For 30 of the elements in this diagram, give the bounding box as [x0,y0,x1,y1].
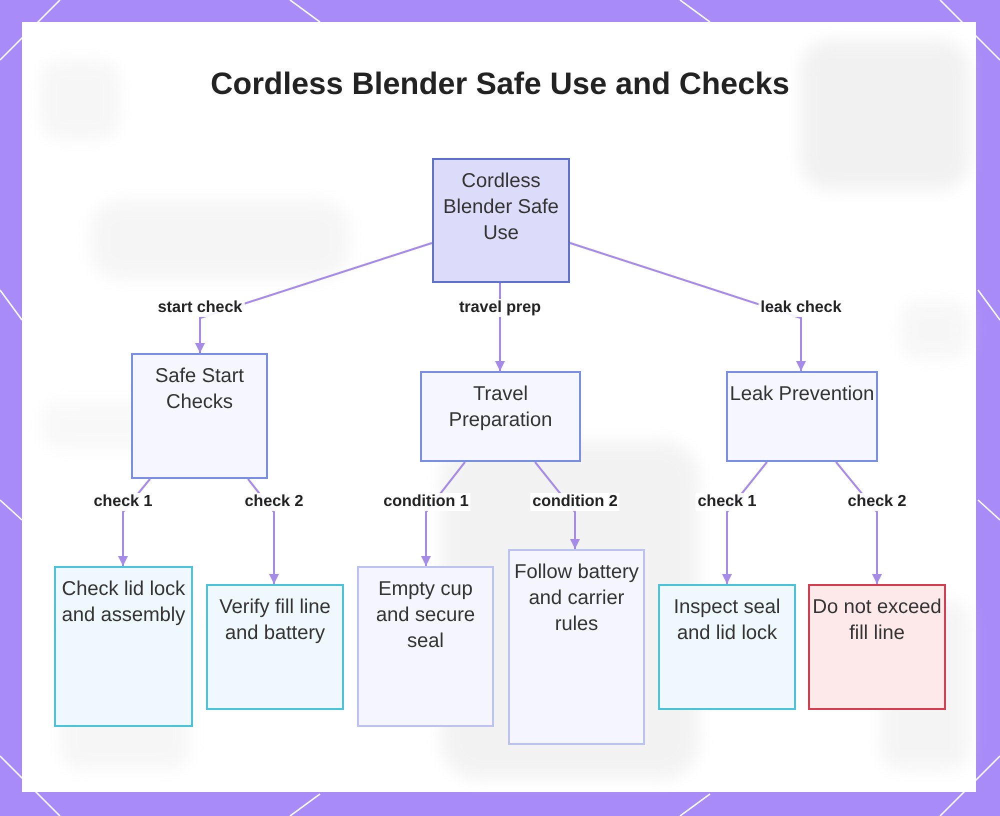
title: Cordless Blender Safe Use and Checks [210,66,790,102]
edge-label: travel prep [457,299,543,317]
edge-label: leak check [758,299,844,317]
process-box [432,158,570,283]
node-text: Verify fill line and battery [218,595,332,646]
node-text: Travel Preparation [448,382,554,433]
edge-label: check 2 [242,493,306,511]
process-box [54,566,193,727]
process-box [206,584,344,710]
edge-label: check 1 [696,493,758,511]
process-box [658,584,796,710]
node-text: Inspect seal and lid lock [672,595,782,646]
edge-label: start check [156,299,244,317]
node-text: Safe Start Checks [154,364,245,415]
node-text: Follow battery and carrier rules [513,560,640,637]
process-box [508,549,645,745]
node-text: Empty cup and secure seal [375,577,476,654]
edge-label: check 1 [92,493,154,511]
node-text: Cordless Blender Safe Use [442,169,560,246]
process-box [808,584,946,710]
edge-label: condition 2 [530,493,620,511]
process-box [726,371,878,462]
process-box [420,371,581,462]
process-box [131,353,268,479]
node-text: Do not exceed fill line [812,595,942,646]
node-text: Leak Prevention [730,382,874,407]
edge-label: condition 1 [381,493,471,511]
process-box [357,566,494,727]
node-text: Check lid lock and assembly [60,577,186,628]
edge-label: check 2 [846,493,908,511]
